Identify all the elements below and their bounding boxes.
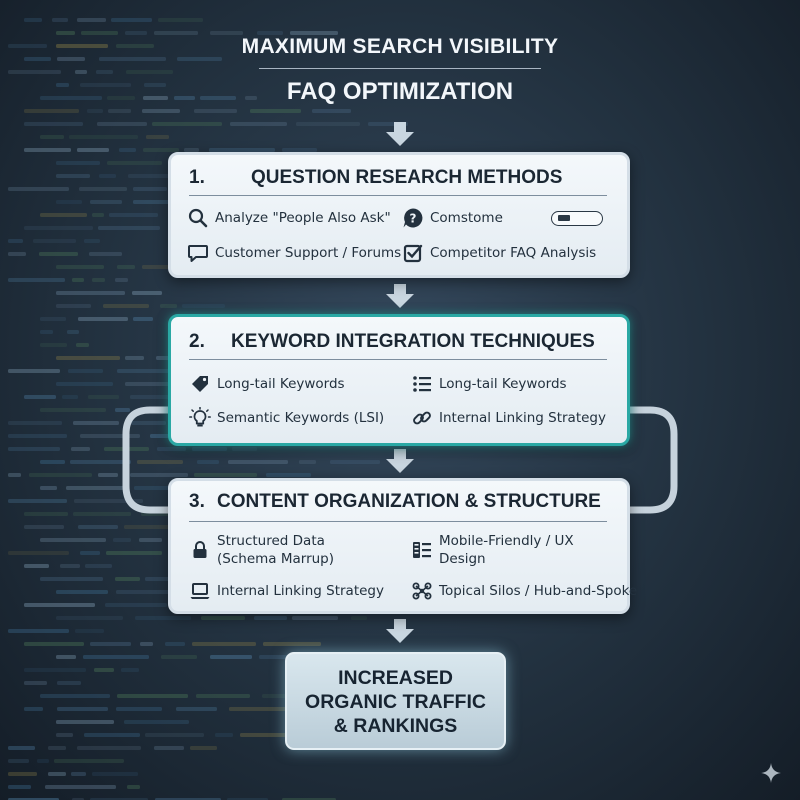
step-divider [189,359,607,360]
outcome-line: ORGANIC TRAFFIC [305,691,486,713]
step-item: Long-tail Keywords [411,373,567,395]
step-card-content-organization: 3. CONTENT ORGANIZATION & STRUCTURE Struc… [168,478,637,614]
question-circle-icon: ? [403,208,423,228]
step-card-keyword-integration: 2. KEYWORD INTEGRATION TECHNIQUES Long-ta… [168,314,630,446]
diagram-header: MAXIMUM SEARCH VISIBILITY FAQ OPTIMIZATI… [0,34,800,107]
step-item: Structured Data (Schema Marrup) [189,532,377,568]
step-heading: 1. QUESTION RESEARCH METHODS [189,163,609,193]
server-list-icon [413,542,431,558]
diagram-title: MAXIMUM SEARCH VISIBILITY [241,35,559,58]
step-divider [189,521,607,522]
link-icon [413,411,431,425]
step-heading: 3. CONTENT ORGANIZATION & STRUCTURE [189,487,609,517]
chat-bubble-icon [188,245,208,262]
step-item: Long-tail Keywords [189,373,345,395]
flow-arrow-icon [386,122,414,146]
step-item: Internal Linking Strategy [189,580,384,602]
tag-icon [192,376,208,392]
search-bar-icon [551,211,603,226]
list-icon [413,376,431,392]
step-item: Customer Support / Forums [187,242,401,264]
step-item: Semantic Keywords (LSI) [189,407,384,429]
diagram-subtitle: FAQ OPTIMIZATION [286,78,514,105]
laptop-icon [190,583,210,599]
lock-icon [193,541,207,558]
step-number: 1. [189,167,205,188]
title-divider [259,68,541,69]
step-item: Topical Silos / Hub-and-Spoke [411,580,637,602]
step-item: Mobile-Friendly / UX Design [411,532,599,568]
step-title: CONTENT ORGANIZATION & STRUCTURE [217,491,601,512]
sparkle-icon [761,763,781,783]
svg-text:?: ? [410,212,417,226]
step-title: KEYWORD INTEGRATION TECHNIQUES [231,331,595,352]
step-item: Internal Linking Strategy [411,407,606,429]
search-icon [188,208,208,228]
checkbox-icon [403,244,423,263]
step-heading: 2. KEYWORD INTEGRATION TECHNIQUES [189,327,609,357]
step-number: 3. [189,491,205,512]
outcome-line: & RANKINGS [333,715,458,737]
step-item: Competitor FAQ Analysis [402,242,596,264]
flow-arrow-icon [386,449,414,473]
network-icon [412,582,432,600]
step-title: QUESTION RESEARCH METHODS [251,167,563,188]
step-item: Analyze "People Also Ask" [187,207,391,229]
outcome-line: INCREASED [338,667,453,689]
lightbulb-icon [189,407,211,427]
step-card-question-research: 1. QUESTION RESEARCH METHODS Analyze "Peo… [168,152,630,278]
step-number: 2. [189,331,205,352]
flow-arrow-icon [386,284,414,308]
outcome-box: INCREASED ORGANIC TRAFFIC & RANKINGS [285,652,506,750]
flow-arrow-icon [386,619,414,643]
step-item: ? Comstome [402,207,503,229]
step-divider [189,195,607,196]
